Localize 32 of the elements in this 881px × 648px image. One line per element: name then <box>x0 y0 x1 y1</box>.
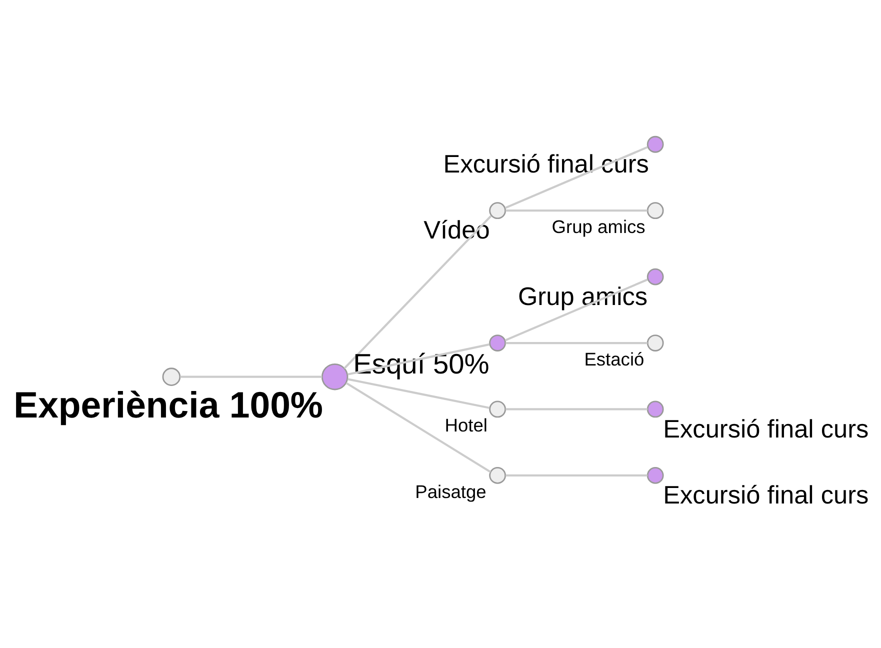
connector <box>348 378 490 409</box>
connector <box>506 474 648 476</box>
node-circle <box>646 268 664 286</box>
connector <box>504 278 648 342</box>
node-circle <box>489 467 506 484</box>
connector <box>344 215 492 370</box>
node-label: Hotel <box>444 414 488 436</box>
connector <box>504 146 648 209</box>
node-label: Experiència 100% <box>14 384 323 426</box>
connector <box>506 210 648 212</box>
connector <box>348 343 490 376</box>
node-circle <box>162 368 181 386</box>
node-circle <box>646 334 664 352</box>
node-circle <box>646 202 664 220</box>
connector <box>180 376 322 378</box>
node-label: Grup amics <box>552 216 646 237</box>
node-label: Excursió final curs <box>443 150 649 178</box>
connector <box>506 408 648 410</box>
connector <box>346 382 492 473</box>
node-circle <box>489 400 506 418</box>
connector <box>506 342 648 344</box>
node-circle <box>321 363 348 390</box>
node-label: Estació <box>584 348 644 370</box>
node-circle <box>489 334 506 352</box>
node-label: Excursió final curs <box>663 415 869 444</box>
node-label: Vídeo <box>424 216 490 245</box>
node-circle <box>646 136 664 153</box>
node-label: Paisatge <box>415 480 486 502</box>
node-circle <box>646 467 664 484</box>
node-circle <box>489 202 506 220</box>
node-circle <box>646 400 664 418</box>
node-label: Excursió final curs <box>663 481 869 510</box>
